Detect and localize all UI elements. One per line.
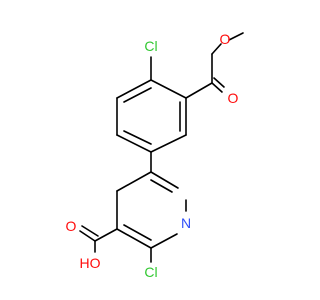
bond	[116, 228, 152, 249]
atom-labels: Cl O O N O HO Cl	[66, 31, 239, 280]
atom-cl-top: Cl	[144, 38, 157, 54]
bond	[123, 224, 152, 241]
bond	[211, 43, 222, 55]
molecule-structure: Cl O O N O HO Cl	[66, 31, 244, 280]
bond	[213, 77, 225, 88]
bond	[211, 82, 223, 93]
bond	[150, 233, 178, 249]
bond	[150, 79, 187, 99]
bond	[150, 179, 173, 193]
bond	[228, 32, 244, 41]
bond	[79, 230, 96, 242]
bond	[116, 171, 152, 192]
atom-n-ring: N	[181, 215, 191, 231]
bond-lines	[79, 32, 244, 263]
bond	[150, 171, 179, 189]
bond	[123, 87, 152, 103]
bond	[123, 130, 152, 145]
atom-o-ester-double: O	[228, 90, 239, 106]
bond	[185, 82, 213, 99]
atom-o-ester-single: O	[220, 31, 231, 47]
atom-o-acid-double: O	[66, 218, 77, 234]
bond	[150, 134, 187, 153]
bond	[94, 228, 118, 242]
bond	[116, 79, 152, 99]
atom-o-acid-hydroxyl: HO	[80, 255, 101, 271]
bond	[81, 225, 99, 237]
atom-cl-bottom: Cl	[144, 264, 157, 280]
bond	[116, 134, 152, 153]
